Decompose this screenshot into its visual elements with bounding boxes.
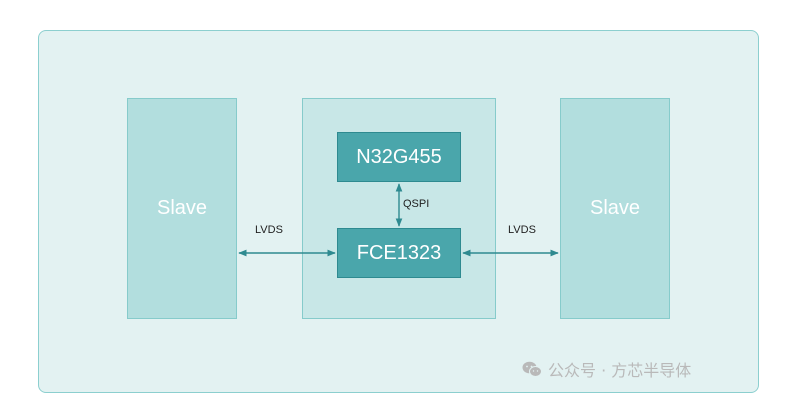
wechat-icon (522, 361, 542, 377)
right-lvds-label: LVDS (508, 224, 536, 236)
left-slave-label: Slave (156, 197, 208, 219)
fce-chip-label: FCE1323 (356, 241, 442, 264)
right-slave-label: Slave (589, 197, 641, 219)
watermark: 公众号 · 方芯半导体 (522, 357, 691, 381)
right-slave-block: Slave (560, 98, 670, 319)
mcu-chip-label: N32G455 (356, 145, 442, 168)
fce-chip-block: FCE1323 (337, 228, 461, 278)
qspi-label: QSPI (403, 198, 430, 210)
left-slave-block: Slave (127, 98, 237, 319)
watermark-text: 公众号 · 方芯半导体 (548, 361, 692, 380)
left-lvds-label: LVDS (255, 224, 283, 236)
mcu-chip-block: N32G455 (337, 132, 461, 182)
